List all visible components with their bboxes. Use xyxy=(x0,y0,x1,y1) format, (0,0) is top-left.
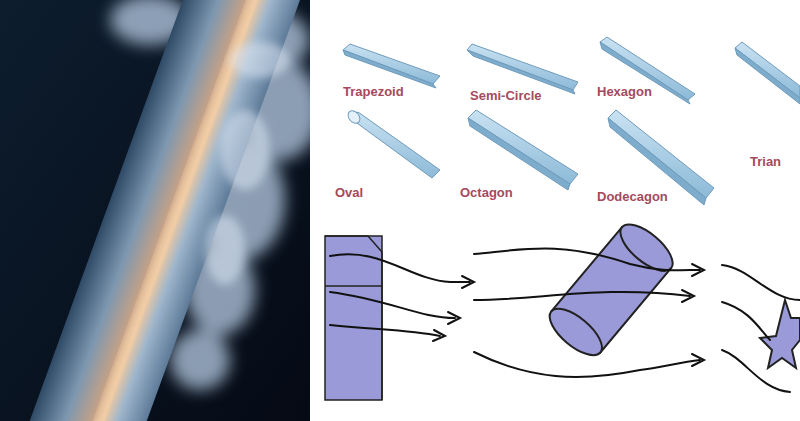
profile-bars xyxy=(343,37,800,205)
shape-label: Hexagon xyxy=(597,84,652,99)
shape-label: Dodecagon xyxy=(597,189,668,204)
shape-label: Trapezoid xyxy=(343,84,404,99)
label-holder: Semi-Circle xyxy=(470,86,542,104)
shape-label: Octagon xyxy=(460,185,513,200)
shape-label: Oval xyxy=(335,185,363,200)
label-holder: Oval xyxy=(335,183,363,201)
flow-sketch xyxy=(325,216,800,400)
label-holder: Trapezoid xyxy=(343,82,404,100)
label-holder: Trian xyxy=(750,152,781,170)
shape-label: Trian xyxy=(750,154,781,169)
label-holder: Hexagon xyxy=(597,82,652,100)
smoke-photo xyxy=(0,0,310,421)
label-holder: Octagon xyxy=(460,183,513,201)
shape-label: Semi-Circle xyxy=(470,88,542,103)
label-holder: Dodecagon xyxy=(597,187,668,205)
